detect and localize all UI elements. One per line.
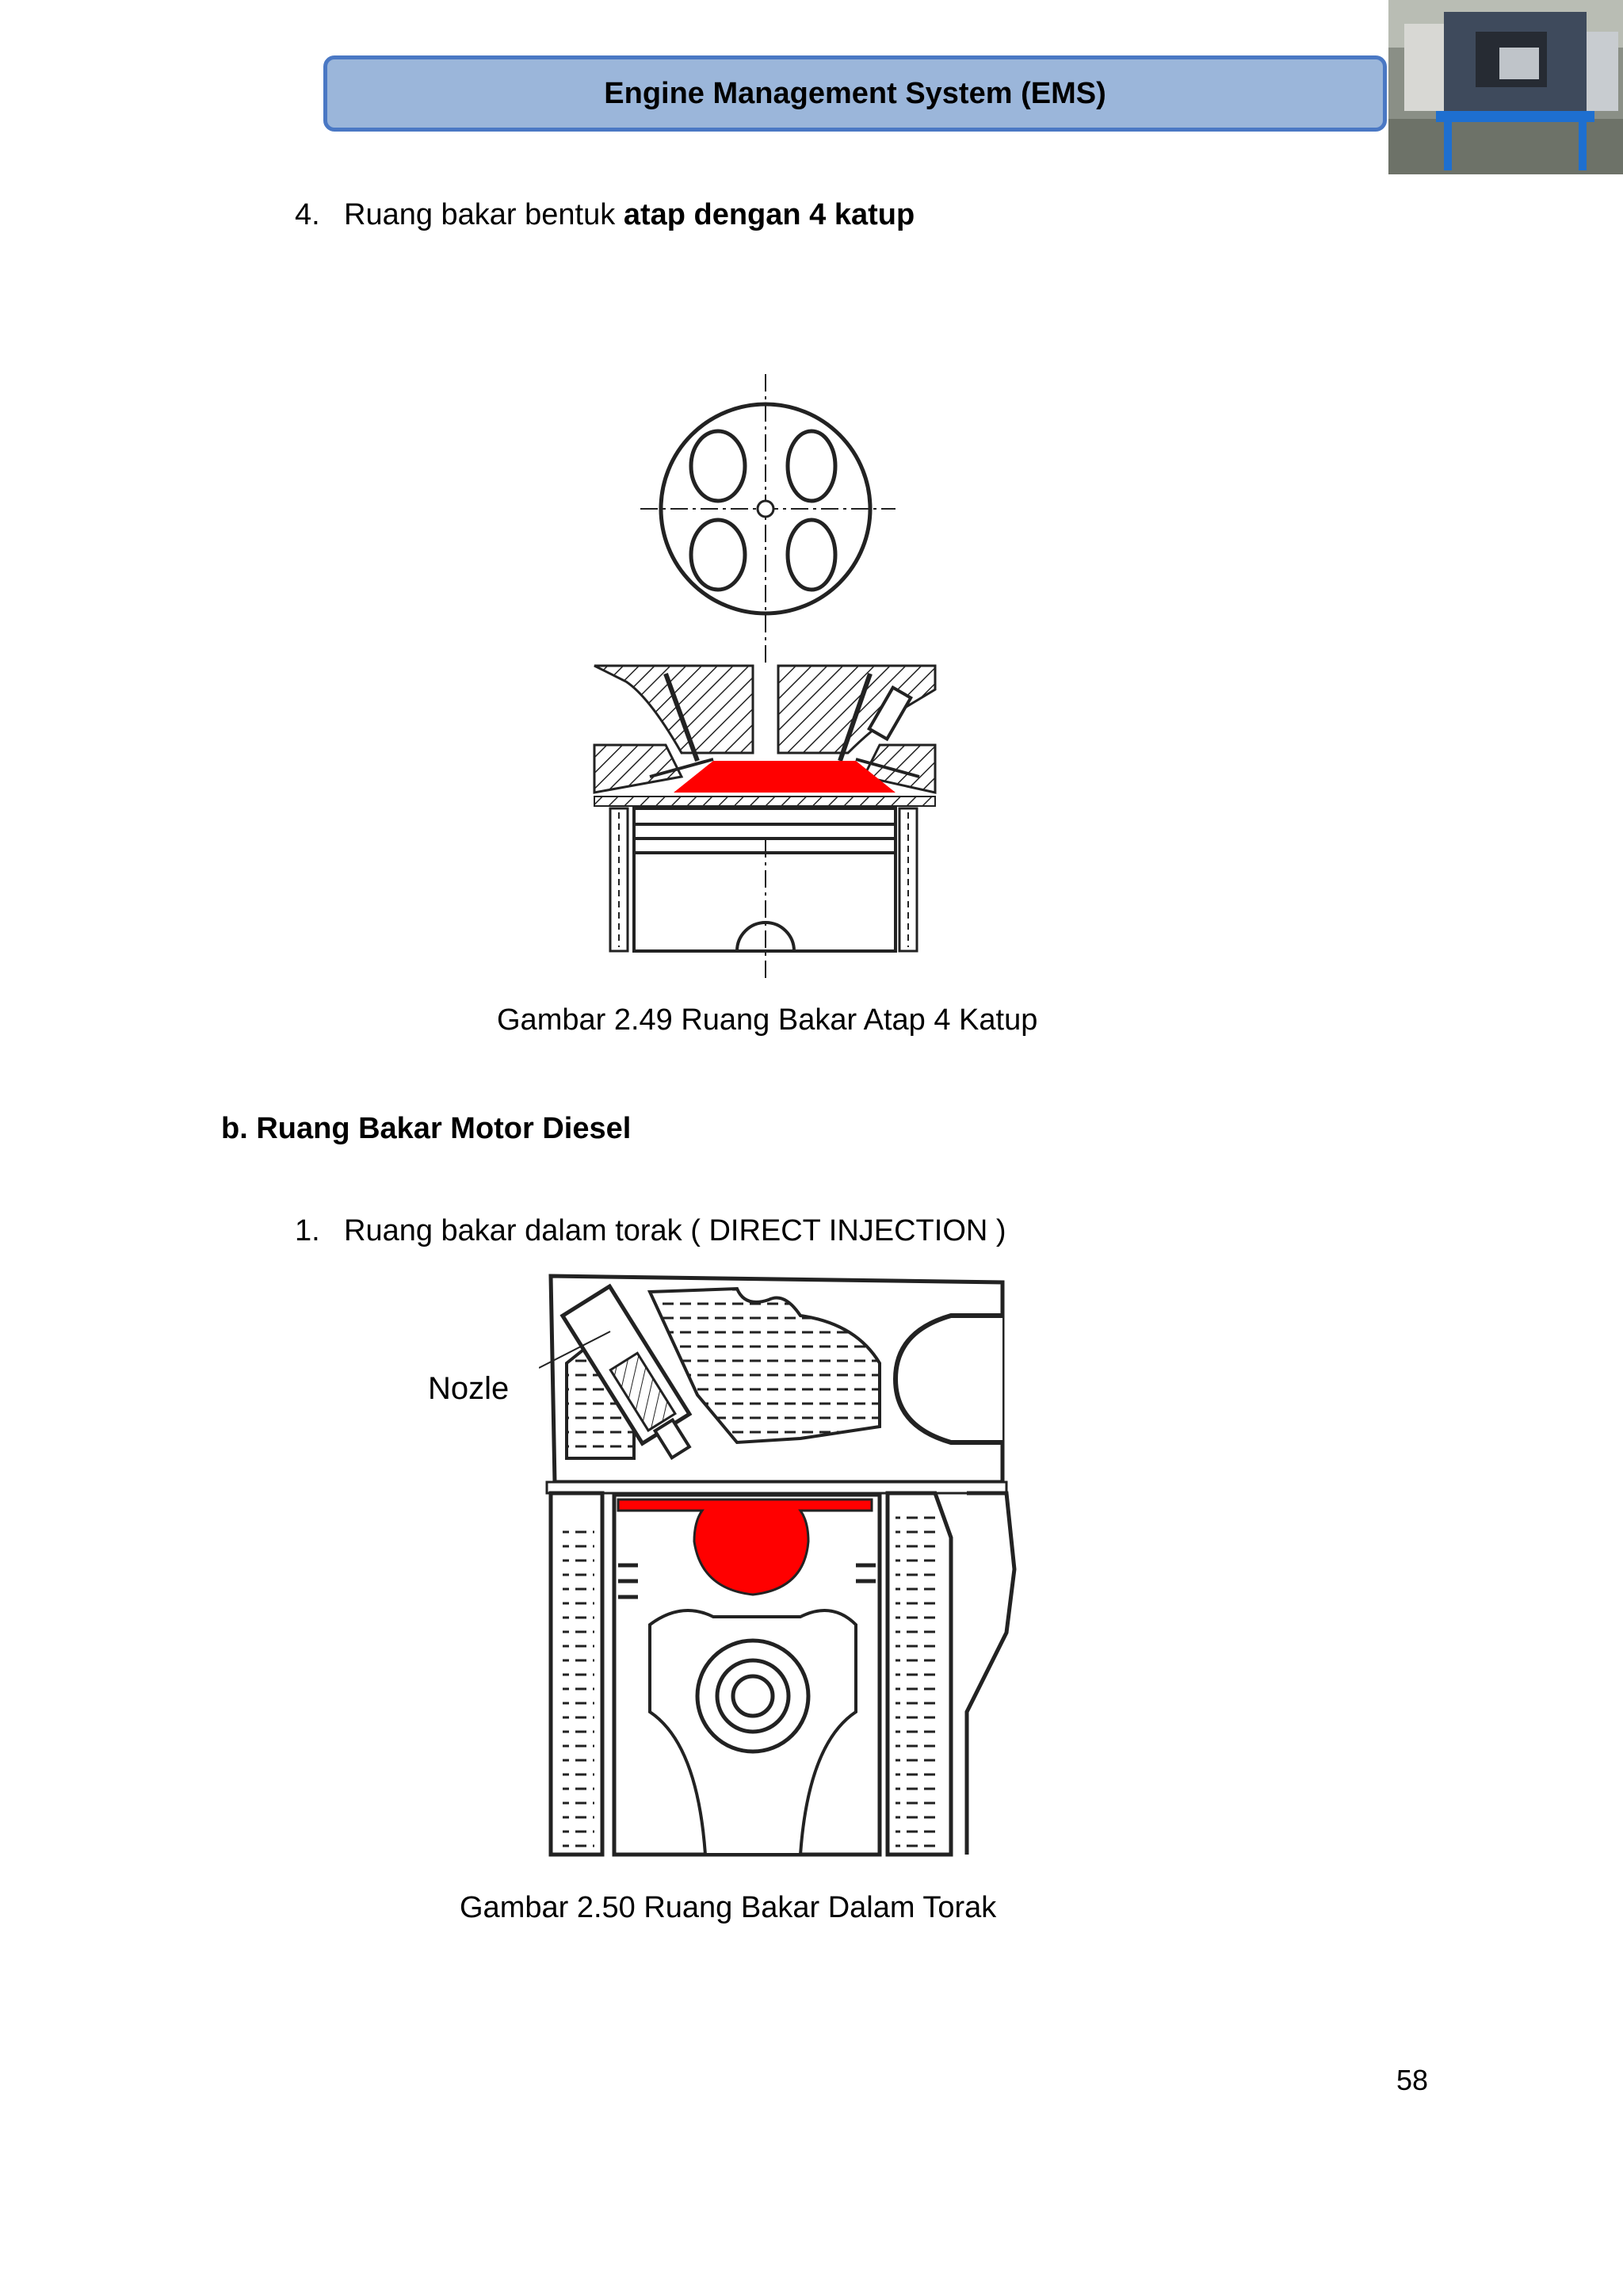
list-number: 4. — [295, 198, 320, 231]
figure-four-valve-chamber — [579, 365, 959, 983]
engine-stand-photo — [1388, 0, 1623, 174]
list-text: Ruang bakar bentuk — [344, 198, 624, 231]
combustion-chamber-highlight — [617, 1498, 873, 1596]
nozzle-label: Nozle — [428, 1371, 510, 1406]
figure-caption: Gambar 2.50 Ruang Bakar Dalam Torak — [460, 1891, 997, 1924]
header-bar: Engine Management System (EMS) — [323, 55, 1387, 132]
list-number: 1. — [295, 1214, 320, 1247]
page-number: 58 — [1396, 2064, 1429, 2096]
list-text: Ruang bakar dalam torak ( DIRECT INJECTI… — [344, 1214, 1006, 1247]
figure-caption: Gambar 2.49 Ruang Bakar Atap 4 Katup — [497, 1003, 1038, 1037]
section-heading: b. Ruang Bakar Motor Diesel — [221, 1112, 632, 1145]
list-text-bold: atap dengan 4 katup — [623, 198, 915, 231]
header-title: Engine Management System (EMS) — [604, 76, 1106, 110]
figure-direct-injection — [538, 1268, 1030, 1870]
combustion-chamber-highlight — [674, 761, 896, 793]
